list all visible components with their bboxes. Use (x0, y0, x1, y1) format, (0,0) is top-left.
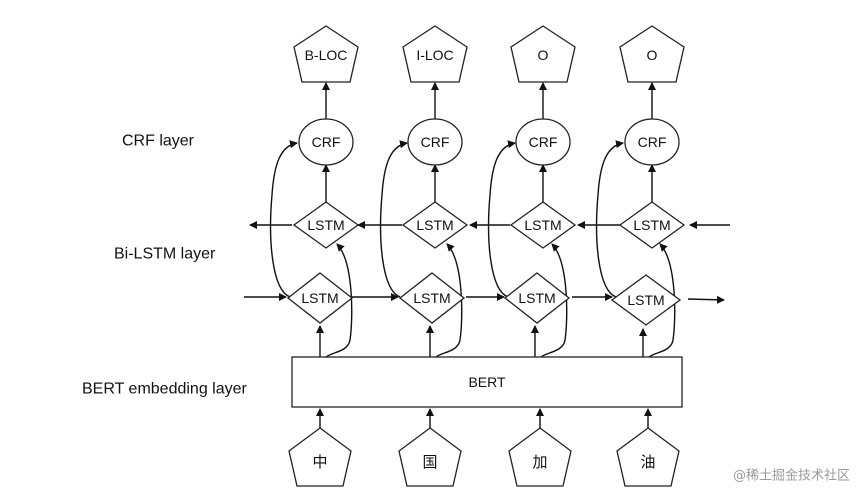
watermark: @稀土掘金技术社区 (733, 468, 850, 484)
forward-lstm-node: LSTM (286, 272, 354, 324)
output-tag: O (619, 25, 685, 83)
crf-node-label: CRF (638, 134, 667, 150)
bert-box: BERT (291, 356, 683, 408)
forward-lstm-node: LSTM (503, 272, 571, 324)
crf-node-label: CRF (421, 134, 450, 150)
crf-node: CRF (298, 118, 354, 166)
crf-node: CRF (407, 118, 463, 166)
input-pentagon (616, 427, 680, 487)
input-token-label: 油 (640, 453, 655, 471)
backward-lstm-node: LSTM (618, 201, 686, 249)
input-arrows (316, 408, 652, 428)
lstm-label: LSTM (627, 292, 664, 308)
lstm-label: LSTM (307, 217, 344, 233)
input-token-label: 国 (422, 453, 437, 471)
lstm-label: LSTM (524, 217, 561, 233)
lstm-label: LSTM (416, 217, 453, 233)
output-tag-label: O (647, 47, 658, 63)
input-token-label: 中 (312, 453, 327, 471)
input-token: 加 (508, 427, 572, 487)
output-pentagon (510, 25, 576, 83)
crf-node: CRF (515, 118, 571, 166)
bert-to-forward-lstm (316, 325, 647, 357)
backward-lstm-node: LSTM (292, 201, 360, 249)
lstm-label: LSTM (518, 290, 555, 306)
forward-lstm-chain (244, 293, 725, 304)
input-token: 中 (288, 427, 352, 487)
output-pentagon (402, 25, 468, 83)
input-token: 国 (398, 427, 462, 487)
lstm-label: LSTM (301, 290, 338, 306)
crf-node-label: CRF (529, 134, 558, 150)
bert-label: BERT (468, 374, 506, 390)
output-tag: O (510, 25, 576, 83)
lstm-label: LSTM (633, 217, 670, 233)
input-token: 油 (616, 427, 680, 487)
forward-lstm-node: LSTM (610, 274, 682, 326)
forward-lstm-node: LSTM (398, 272, 466, 324)
bert-to-backward-lstm (325, 243, 676, 358)
crf-node-label: CRF (312, 134, 341, 150)
bilstm-layer-label: Bi-LSTM layer (114, 246, 216, 263)
backward-lstm-node: LSTM (509, 201, 577, 249)
forward-lstm-to-crf (269, 140, 624, 298)
output-tag-label: B-LOC (305, 47, 348, 63)
input-pentagon (288, 427, 352, 487)
backward-lstm-to-crf (322, 164, 656, 202)
crf-layer-label: CRF layer (122, 133, 195, 150)
output-pentagon (619, 25, 685, 83)
output-tag: I-LOC (402, 25, 468, 83)
crf-node: CRF (624, 118, 680, 166)
output-pentagon (293, 25, 359, 83)
output-tag-label: O (538, 47, 549, 63)
crf-to-output (322, 82, 656, 119)
output-tag: B-LOC (293, 25, 359, 83)
lstm-label: LSTM (413, 290, 450, 306)
output-tag-label: I-LOC (416, 47, 453, 63)
backward-lstm-node: LSTM (401, 201, 469, 249)
input-token-label: 加 (532, 453, 547, 471)
input-pentagon (398, 427, 462, 487)
bert-layer-label: BERT embedding layer (82, 381, 248, 398)
input-pentagon (508, 427, 572, 487)
